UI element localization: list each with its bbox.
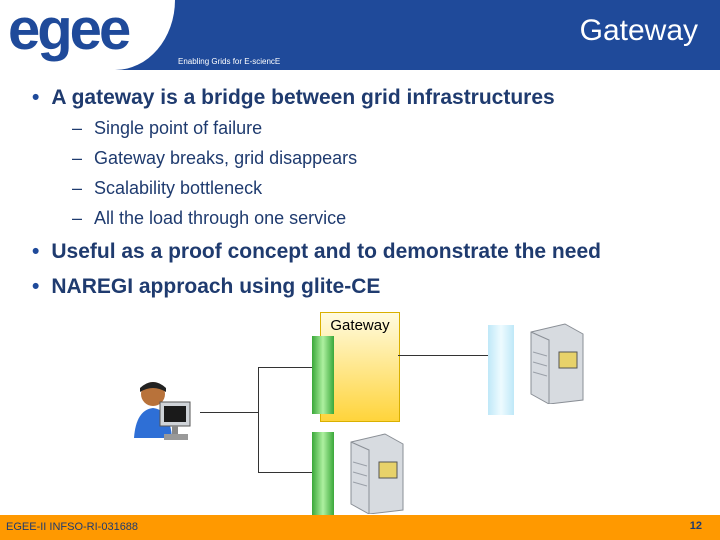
slide-title: Gateway xyxy=(579,14,698,47)
sub-item-4: –All the load through one service xyxy=(72,208,347,228)
tagline: Enabling Grids for E-sciencE xyxy=(178,57,281,66)
connector-vertical xyxy=(258,367,259,473)
bullet-3-text: NAREGI approach using glite-CE xyxy=(51,275,381,298)
bullet-3: • NAREGI approach using glite-CE xyxy=(32,275,380,299)
sub-item-3-text: Scalability bottleneck xyxy=(94,178,263,198)
bullet-1: • A gateway is a bridge between grid infr… xyxy=(32,86,555,110)
server-icon-bottom xyxy=(350,433,404,514)
logo-panel: egee xyxy=(0,0,175,70)
cyan-service-bar xyxy=(488,325,514,415)
connector-bottom xyxy=(258,472,312,473)
bullet-2-text: Useful as a proof concept and to demonst… xyxy=(51,240,601,263)
sub-item-1: –Single point of failure xyxy=(72,118,263,138)
bullet-2: • Useful as a proof concept and to demons… xyxy=(32,240,601,264)
connector-top xyxy=(258,367,312,368)
green-service-bar-bottom xyxy=(312,432,334,515)
green-service-bar-top xyxy=(312,336,334,414)
connector-gateway-to-grid xyxy=(398,355,488,356)
bullet-dot: • xyxy=(32,86,40,109)
sub-item-2-text: Gateway breaks, grid disappears xyxy=(94,148,358,168)
footer-project-id: EGEE-II INFSO-RI-031688 xyxy=(6,521,139,533)
page-number: 12 xyxy=(689,520,702,532)
sub-item-1-text: Single point of failure xyxy=(94,118,263,138)
header-bar: egee Enabling Grids for E-sciencE Gatewa… xyxy=(0,0,720,70)
sub-item-4-text: All the load through one service xyxy=(94,208,347,228)
bullet-dot: • xyxy=(32,275,40,298)
egee-logo: egee xyxy=(8,0,131,62)
bullet-1-text: A gateway is a bridge between grid infra… xyxy=(51,86,555,109)
connector-user xyxy=(200,412,258,413)
server-icon-right xyxy=(530,323,584,404)
user-computer-icon xyxy=(134,382,191,440)
gateway-label: Gateway xyxy=(330,317,390,334)
bullet-dot: • xyxy=(32,240,40,263)
sub-item-3: –Scalability bottleneck xyxy=(72,178,263,198)
sub-item-2: –Gateway breaks, grid disappears xyxy=(72,148,358,168)
footer-bar: EGEE-II INFSO-RI-031688 12 xyxy=(0,515,720,540)
